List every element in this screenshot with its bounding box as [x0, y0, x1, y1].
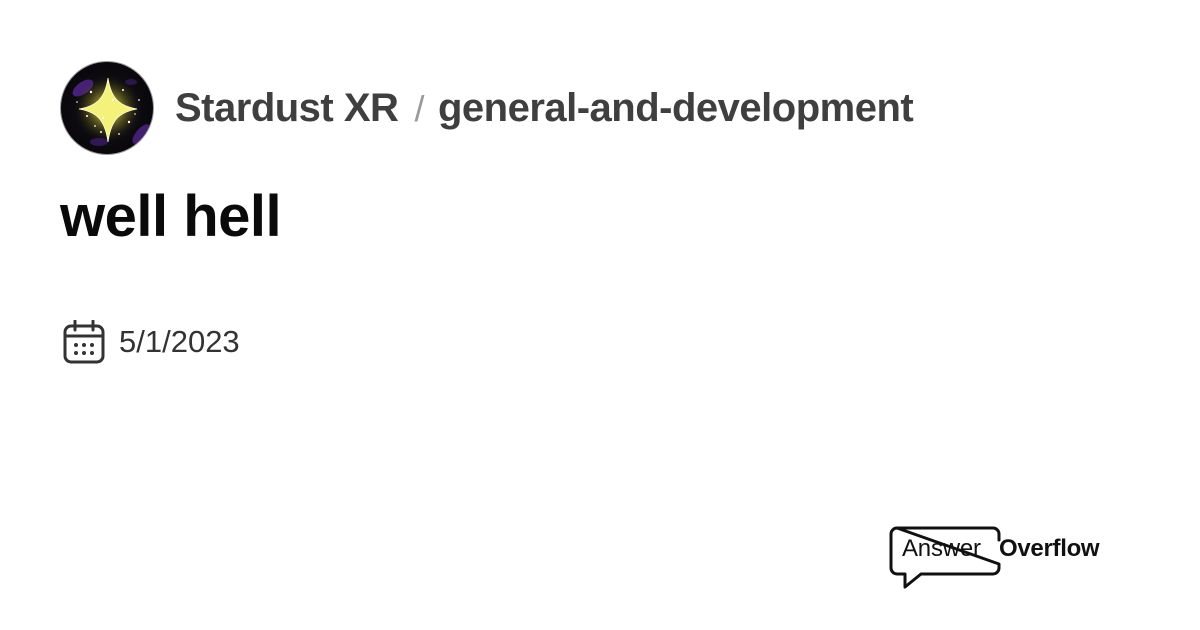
sparkle-star-icon	[72, 73, 150, 146]
header: Stardust XR / general-and-development	[60, 60, 914, 156]
server-avatar[interactable]	[60, 61, 154, 155]
calendar-icon	[63, 320, 105, 364]
answer-overflow-logo[interactable]: Answer Overflow	[889, 526, 1114, 592]
brand-overflow: Overflow	[999, 535, 1100, 562]
breadcrumb-server[interactable]: Stardust XR	[175, 85, 399, 130]
breadcrumb-channel[interactable]: general-and-development	[437, 85, 914, 130]
brand-answer: Answer	[902, 535, 981, 562]
post-title: well hell	[60, 184, 282, 249]
breadcrumb-separator: /	[414, 87, 424, 129]
post-date-row: 5/1/2023	[63, 320, 240, 364]
speech-bubble-icon	[889, 526, 1001, 589]
breadcrumb: Stardust XR / general-and-development	[175, 85, 914, 131]
post-date: 5/1/2023	[119, 324, 240, 359]
